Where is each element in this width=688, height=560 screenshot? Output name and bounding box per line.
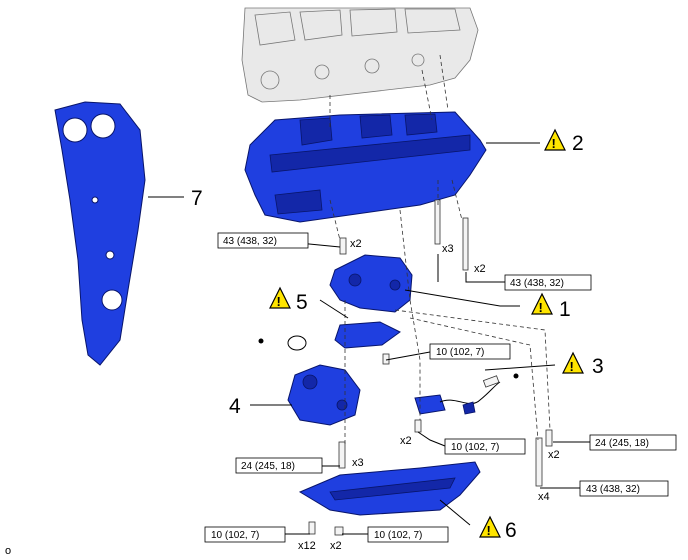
callout-4: 4 <box>229 395 241 418</box>
callout-5: 5 <box>296 291 308 314</box>
quantity-label-1: x2 <box>350 238 362 250</box>
torque-spec-7-text: 43 (438, 32) <box>586 484 640 495</box>
oil-pan-part <box>298 461 481 516</box>
torque-spec-5: 24 (245, 18) <box>589 434 677 451</box>
torque-spec-4: 10 (102, 7) <box>444 438 526 455</box>
warning-icon-6: ! <box>479 515 501 538</box>
torque-spec-3-text: 10 (102, 7) <box>436 347 484 358</box>
quantity-label-2: x3 <box>442 243 454 255</box>
warning-icon-5: ! <box>269 286 291 309</box>
bolts-group <box>308 199 553 536</box>
timing-chain-cover-part <box>54 101 146 366</box>
torque-spec-9-text: 10 (102, 7) <box>374 530 422 541</box>
engine-block-illustration <box>241 7 479 103</box>
callout-2: 2 <box>572 132 584 155</box>
torque-spec-1-text: 43 (438, 32) <box>223 236 277 247</box>
quantity-label-8: x12 <box>298 540 316 552</box>
reference-dot-right <box>513 373 519 379</box>
warning-mark-2: ! <box>552 136 556 151</box>
callout-3: 3 <box>592 355 604 378</box>
torque-spec-2-text: 43 (438, 32) <box>510 278 564 289</box>
torque-spec-8: 10 (102, 7) <box>204 526 286 543</box>
torque-spec-2: 43 (438, 32) <box>504 274 592 291</box>
leader-lines <box>148 142 590 535</box>
alignment-lines <box>329 54 551 445</box>
callout-7: 7 <box>191 187 203 210</box>
torque-spec-1: 43 (438, 32) <box>217 232 309 249</box>
torque-spec-7: 43 (438, 32) <box>579 480 669 497</box>
torque-spec-6: 24 (245, 18) <box>235 457 323 474</box>
quantity-label-3: x2 <box>474 263 486 275</box>
torque-spec-5-text: 24 (245, 18) <box>595 438 649 449</box>
warning-icon-2: ! <box>544 128 566 151</box>
reference-dot-left <box>258 338 264 344</box>
torque-spec-9: 10 (102, 7) <box>367 526 449 543</box>
callout-6: 6 <box>505 519 517 542</box>
oil-strainer-part <box>287 321 401 351</box>
torque-spec-3: 10 (102, 7) <box>429 343 511 360</box>
callout-1: 1 <box>559 298 571 321</box>
torque-spec-4-text: 10 (102, 7) <box>451 442 499 453</box>
lower-crankcase-part <box>244 111 487 223</box>
warning-mark-3: ! <box>570 359 574 374</box>
oil-pump-part <box>329 254 413 313</box>
warning-mark-5: ! <box>277 294 281 309</box>
warning-mark-6: ! <box>487 523 491 538</box>
warning-mark-1: ! <box>539 300 543 315</box>
quantity-label-4: x2 <box>400 435 412 447</box>
quantity-label-6: x2 <box>548 449 560 461</box>
torque-spec-6-text: 24 (245, 18) <box>241 461 295 472</box>
quantity-label-5: x3 <box>352 457 364 469</box>
oil-level-sensor-part <box>414 375 501 415</box>
torque-spec-8-text: 10 (102, 7) <box>211 530 259 541</box>
warning-icon-1: ! <box>531 292 553 315</box>
oil-filter-bracket-part <box>287 364 361 426</box>
quantity-label-9: x2 <box>330 540 342 552</box>
quantity-label-7: x4 <box>538 491 550 503</box>
figure-id: o <box>5 545 11 557</box>
warning-icon-3: ! <box>562 351 584 374</box>
